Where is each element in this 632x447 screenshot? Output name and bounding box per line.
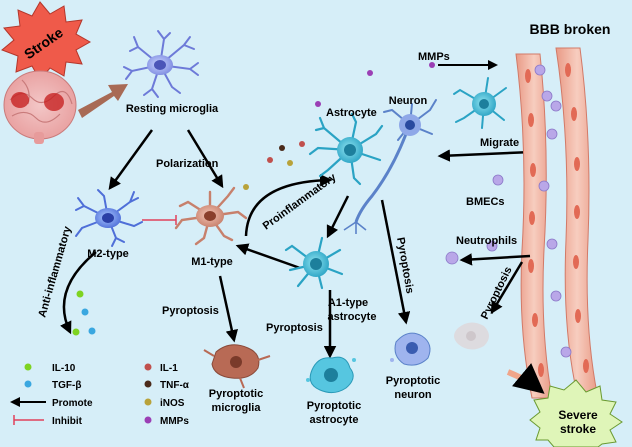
pyroptotic-microglia-cell bbox=[203, 344, 271, 389]
legend-inhibit-label: Inhibit bbox=[52, 416, 83, 427]
severe-stroke-arrow bbox=[506, 363, 545, 394]
pyroptotic-astrocyte-label-2: astrocyte bbox=[310, 414, 359, 426]
polarization-arrow-m2 bbox=[108, 129, 154, 191]
brain-icon bbox=[3, 70, 77, 144]
inhibit-m2-m1 bbox=[142, 215, 177, 225]
pyroptotic-microglia-label-2: microglia bbox=[212, 402, 262, 414]
m1-type-label: M1-type bbox=[191, 256, 233, 268]
legend-mmps-swatch bbox=[144, 416, 152, 424]
neutrophil-cells bbox=[445, 64, 572, 358]
neuron-pyroptosis-label: Pyroptosis bbox=[394, 236, 416, 294]
m1-pyroptosis-arrow bbox=[218, 275, 238, 343]
mmps-dot bbox=[367, 70, 373, 76]
pyroptotic-neuron-cell bbox=[390, 332, 431, 366]
legend-promote-label: Promote bbox=[52, 398, 93, 409]
m1-pyroptosis-label: Pyroptosis bbox=[162, 305, 219, 317]
a1-astrocyte-label: astrocyte bbox=[328, 311, 377, 323]
m2-microglia-cell bbox=[75, 189, 143, 247]
severe-label-1: Severe bbox=[558, 408, 598, 422]
pyroptotic-neutrophil-cell bbox=[454, 322, 489, 350]
neuron-label: Neuron bbox=[389, 95, 428, 107]
mmps-dot bbox=[429, 62, 435, 68]
polarization-arrow-m1 bbox=[186, 129, 224, 189]
legend-tnfa-label: TNF-α bbox=[160, 380, 190, 391]
brain-to-microglia-arrow bbox=[78, 84, 128, 118]
anti-inflammatory-arrow bbox=[60, 251, 97, 335]
legend-il10-swatch bbox=[24, 363, 32, 371]
resting-microglia-cell bbox=[123, 30, 199, 98]
legend-il1-label: IL-1 bbox=[160, 363, 178, 374]
pyroptotic-microglia-label-1: Pyroptotic bbox=[209, 388, 263, 400]
legend-il10-label: IL-10 bbox=[52, 363, 76, 374]
a1-to-m1-arrow bbox=[235, 243, 301, 270]
legend-il1-swatch bbox=[144, 363, 152, 371]
proinflammatory-arrow bbox=[244, 173, 333, 237]
migrate-label: Migrate bbox=[480, 137, 519, 149]
legend-tgfb-swatch bbox=[24, 380, 32, 388]
legend-inos-label: iNOS bbox=[160, 398, 185, 409]
neuron-cell bbox=[343, 99, 437, 234]
migrate-arrow bbox=[437, 149, 533, 162]
inos-dot bbox=[243, 184, 249, 190]
neutrophil-pyroptosis-label: Pyroptosis bbox=[479, 265, 515, 321]
stroke-badge: Stroke bbox=[1, 1, 92, 81]
legend-inhibit-swatch bbox=[13, 415, 44, 425]
resting-microglia-label: Resting microglia bbox=[126, 103, 219, 115]
severe-starburst-icon bbox=[529, 379, 623, 447]
tnfa-dot bbox=[279, 145, 285, 151]
astrocyte-to-a1-arrow bbox=[326, 195, 350, 239]
blood-vessel-right bbox=[555, 47, 599, 399]
severe-stroke-badge: Severe stroke bbox=[529, 379, 623, 447]
il1-dot bbox=[299, 141, 305, 147]
astrocyte-label: Astrocyte bbox=[326, 107, 377, 119]
stroke-starburst-icon bbox=[1, 1, 92, 81]
tgfb-dot bbox=[81, 308, 89, 316]
neutrophils-label: Neutrophils bbox=[456, 235, 517, 247]
a1-astrocyte-cell bbox=[284, 236, 344, 290]
legend-tnfa-swatch bbox=[144, 380, 152, 388]
inos-dot bbox=[287, 160, 293, 166]
blood-vessel-left bbox=[515, 53, 553, 399]
tgfb-dot bbox=[88, 327, 96, 335]
bbb-broken-label: BBB broken bbox=[530, 21, 611, 37]
polarization-label: Polarization bbox=[156, 158, 219, 170]
anti-inflammatory-label: Anti-inflammatory bbox=[36, 224, 74, 319]
m2-type-label: M2-type bbox=[87, 248, 129, 260]
m1-microglia-cell bbox=[174, 186, 248, 246]
pyroptotic-astrocyte-cell bbox=[306, 356, 356, 394]
mmps-top-label: MMPs bbox=[418, 51, 450, 63]
a1-type-label: A1-type bbox=[328, 297, 368, 309]
il10-dot bbox=[72, 328, 80, 336]
il1-dot bbox=[267, 157, 273, 163]
severe-label-2: stroke bbox=[560, 422, 596, 436]
neutrophil-migrate-arrow bbox=[459, 253, 531, 266]
migrating-microglia-cell bbox=[453, 77, 507, 129]
pyroptotic-neuron-label-2: neuron bbox=[394, 389, 432, 401]
mmps-dot bbox=[315, 101, 321, 107]
a1-pyroptosis-label: Pyroptosis bbox=[266, 322, 323, 334]
bmecs-label: BMECs bbox=[466, 196, 505, 208]
neuron-pyroptosis-arrow bbox=[380, 199, 411, 325]
neutrophil-pyroptosis-arrow bbox=[490, 261, 524, 315]
legend-mmps-label: MMPs bbox=[160, 416, 189, 427]
pyroptotic-astrocyte-label-1: Pyroptotic bbox=[307, 400, 361, 412]
il10-dot bbox=[76, 290, 84, 298]
astrocyte-cell bbox=[308, 112, 384, 186]
legend-inos-swatch bbox=[144, 398, 152, 406]
legend: IL-10 TGF-β Promote Inhibit IL-1 TNF-α i… bbox=[10, 363, 190, 427]
proinflammatory-label: Proinflammatory bbox=[261, 171, 339, 233]
pyroptotic-neuron-label-1: Pyroptotic bbox=[386, 375, 440, 387]
legend-tgfb-label: TGF-β bbox=[52, 380, 81, 391]
